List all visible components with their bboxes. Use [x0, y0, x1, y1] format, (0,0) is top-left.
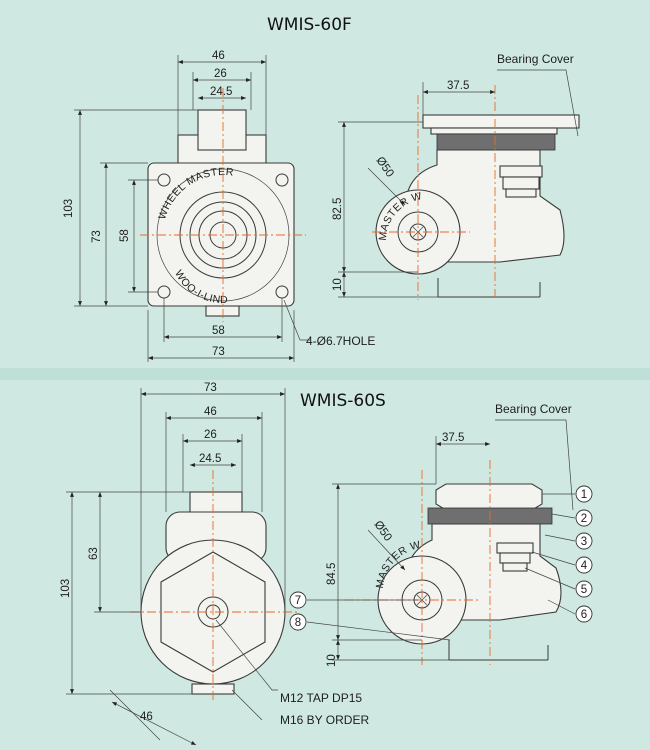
dim-103: 103	[63, 199, 75, 218]
dim-37-5-s: 37.5	[442, 432, 464, 444]
dim-58: 58	[119, 229, 131, 242]
callout-2: 2	[575, 509, 593, 527]
top-front-view: WHEEL MASTER WOO-I-LIND	[140, 88, 306, 322]
dim-46-top: 46	[204, 406, 217, 418]
svg-text:4: 4	[581, 560, 588, 572]
callout-3: 3	[575, 532, 593, 550]
dim-58-bottom: 58	[212, 325, 225, 337]
dim-10-s: 10	[326, 654, 338, 667]
dim-73-top: 73	[204, 382, 217, 394]
dim-24-5-top: 24.5	[199, 453, 221, 465]
callout-5: 5	[575, 580, 593, 598]
bottom-side-dims: Bearing Cover 37.5 84.5 10 Ø50	[306, 402, 576, 667]
dim-103-s: 103	[60, 579, 72, 598]
callouts: 1 2 3 4 5 6 7 8	[289, 485, 593, 631]
title-wmis-60f: WMIS-60F	[267, 15, 352, 35]
dim-73: 73	[91, 230, 103, 243]
callout-7: 7	[289, 591, 307, 609]
svg-text:5: 5	[581, 584, 587, 596]
callout-1: 1	[575, 485, 593, 503]
wmis-60f-section: WMIS-60F WHEEL MASTER WOO-I-LIND	[0, 0, 580, 362]
dim-82-5: 82.5	[332, 198, 344, 220]
dim-dia-50-s: Ø50	[372, 519, 394, 544]
dim-10: 10	[332, 278, 344, 291]
svg-text:7: 7	[295, 595, 301, 607]
svg-text:1: 1	[581, 489, 587, 501]
svg-text:3: 3	[581, 536, 587, 548]
svg-text:2: 2	[581, 513, 587, 525]
hole-note: 4-Ø6.7HOLE	[306, 334, 375, 348]
callout-8: 8	[289, 613, 307, 631]
dim-37-5: 37.5	[447, 80, 469, 92]
dim-46-diag: 46	[140, 711, 153, 723]
svg-text:6: 6	[581, 609, 587, 621]
dim-26: 26	[214, 68, 227, 80]
bearing-cover-label: Bearing Cover	[497, 52, 574, 66]
dim-63: 63	[88, 547, 100, 560]
dim-73-bottom: 73	[212, 346, 225, 358]
bottom-front-view	[130, 470, 300, 700]
tap-note-1: M12 TAP DP15	[280, 691, 362, 705]
svg-text:8: 8	[295, 617, 301, 629]
callout-6: 6	[575, 605, 593, 623]
dim-84-5: 84.5	[326, 563, 338, 585]
tap-note-2: M16 BY ORDER	[280, 713, 369, 727]
callout-4: 4	[575, 556, 593, 574]
bearing-cover-label-s: Bearing Cover	[495, 402, 572, 416]
panel-divider	[0, 368, 650, 380]
bottom-side-view: MASTER WHEEL	[0, 0, 562, 665]
dim-dia-50: Ø50	[374, 155, 396, 180]
dim-46: 46	[212, 50, 225, 62]
title-wmis-60s: WMIS-60S	[300, 391, 386, 411]
bottom-front-dims: 73 46 26 24.5 103 63 46 M12 TAP DP15	[60, 382, 369, 746]
dim-24-5: 24.5	[210, 86, 232, 98]
top-front-dims: 46 26 24.5 103 73 58 58 73	[63, 50, 375, 362]
dim-26-top: 26	[204, 429, 217, 441]
